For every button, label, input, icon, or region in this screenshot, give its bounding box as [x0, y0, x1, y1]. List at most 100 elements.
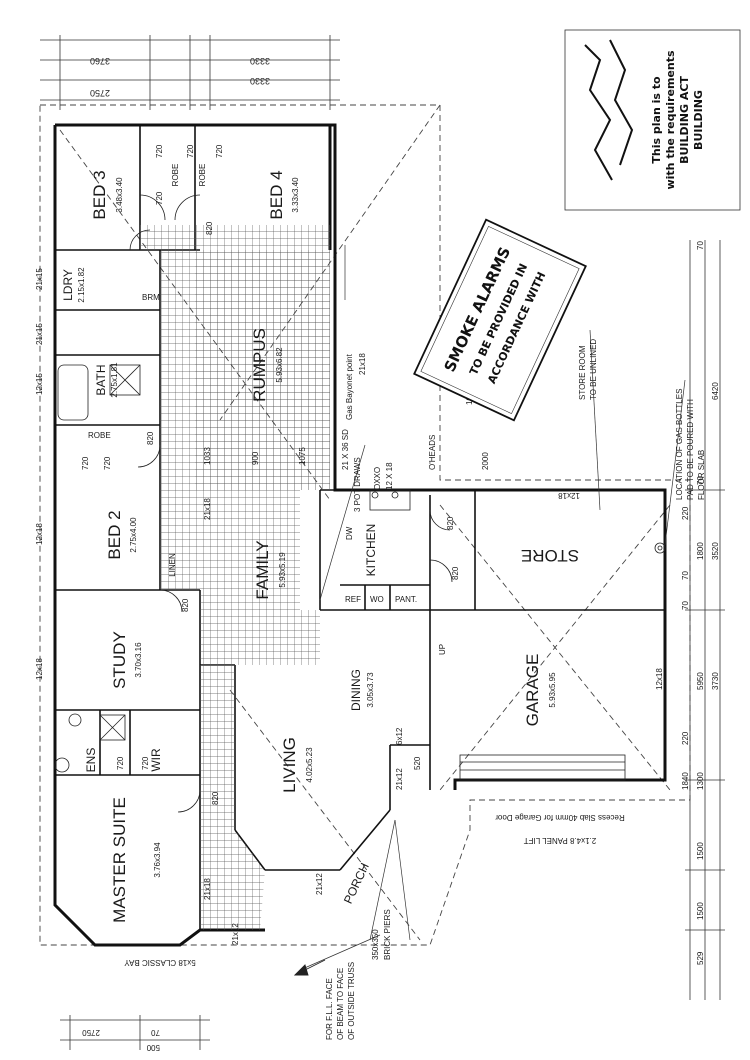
door-10: 720: [155, 191, 164, 205]
dim-1033: 1033: [203, 447, 212, 465]
note-store-room-2: TO BE UNLINED: [589, 339, 598, 400]
dim-right-220b: 220: [681, 731, 690, 745]
door-4: 820: [211, 791, 220, 805]
window-2: 21x15: [35, 323, 44, 345]
dim-900: 900: [251, 451, 260, 465]
room-dining-label: DINING: [349, 669, 363, 711]
dim-right-3730: 3730: [711, 672, 720, 690]
room-bath-label: BATH: [94, 364, 108, 395]
door-14: 720: [141, 756, 150, 770]
note-sd: 21 X 36 SD: [341, 429, 350, 470]
tiled-floor: [140, 225, 330, 930]
room-living-size: 4.02x5.23: [305, 747, 314, 783]
room-master-size: 3.76x3.94: [153, 842, 162, 878]
dim-right-1840: 1840: [681, 772, 690, 790]
door-5: 820: [451, 566, 460, 580]
note-face-beam-1: FOR F.L.L. FACE: [325, 978, 334, 1040]
bottom-dimension-lines: [60, 1015, 210, 1050]
note-gas-bayonet: Gas Bayonet point: [345, 353, 354, 420]
room-family-label: FAMILY: [253, 540, 272, 599]
window-10: 21x18: [358, 353, 367, 375]
note-panel-lift: 2.1x4.8 PANEL LIFT: [524, 836, 597, 845]
door-7: 720: [155, 144, 164, 158]
door-15: 520: [413, 756, 422, 770]
room-ens-label: ENS: [84, 748, 98, 773]
window-5: 12x18: [35, 658, 44, 680]
label-brm: BRM: [142, 293, 160, 302]
note-face-beam-3: OF OUTSIDE TRUSS: [347, 962, 356, 1040]
door-13: 720: [116, 756, 125, 770]
dim-bottom-left-3: 500: [146, 1043, 160, 1052]
room-bed2-label: BED 2: [105, 510, 124, 559]
room-garage-size: 5.93x5.95: [548, 672, 557, 708]
room-bed3-label: BED 3: [90, 170, 109, 219]
dim-bottom-left-2: 70: [151, 1028, 160, 1037]
note-gas-bottles-2: PAD TO BE POURED WITH: [686, 399, 695, 500]
dim-right-1800: 1800: [696, 542, 705, 560]
dim-1075: 1075: [298, 447, 307, 465]
stamp-approval-4: BUILDING: [692, 90, 705, 150]
door-8: 720: [186, 144, 195, 158]
door-6: 820: [446, 516, 455, 530]
smoke-alarm-stamp: SMOKE ALARMS TO BE PROVIDED IN ACCORDANC…: [413, 218, 587, 422]
dim-right-70b: 70: [696, 476, 705, 485]
window-4: 12x18: [35, 523, 44, 545]
stamp-approval-2: with the requirements: [664, 50, 677, 189]
leader-lines: [299, 245, 686, 971]
window-11: 12x18: [558, 491, 580, 500]
north-arrow-icon: [293, 959, 326, 976]
dim-top-3: 2750: [90, 88, 110, 98]
note-gas-bottles-1: LOCATION OF GAS BOTTLES: [675, 389, 684, 500]
dim-right-1300: 1300: [696, 772, 705, 790]
dim-right-2000: 2000: [481, 452, 490, 470]
right-dimension-labels: 6420 3520 5950 3730 1800 1840 1300 1500 …: [465, 241, 720, 965]
room-master-label: MASTER SUITE: [110, 797, 129, 923]
room-store-label: STORE: [521, 546, 579, 565]
window-9: 6x12: [395, 727, 404, 745]
dim-right-3520: 3520: [711, 542, 720, 560]
window-size-labels: 21x15 21x15 12x15 12x18 12x18 21x12 21x1…: [35, 268, 664, 945]
dim-top-1: 3760: [90, 56, 110, 66]
window-13: 21x18: [203, 498, 212, 520]
door-swings: [129, 194, 453, 813]
dim-bottom-left-1: 2750: [82, 1028, 100, 1037]
approval-stamp: This plan is to with the requirements BU…: [564, 29, 741, 211]
window-14: 21x18: [203, 878, 212, 900]
dim-right-70c: 70: [681, 571, 690, 580]
door-11: 720: [81, 456, 90, 470]
note-oxxo-size: 12 X 18: [385, 462, 394, 490]
dim-right-220a: 220: [681, 506, 690, 520]
minor-labels: ROBE ROBE ROBE LINEN PANT. WO BRM REF DW: [88, 164, 417, 604]
room-bed2-size: 2.75x4.00: [129, 517, 138, 553]
room-family-size: 5.93x5.19: [278, 552, 287, 588]
door-9: 720: [215, 144, 224, 158]
note-store-room: STORE ROOM: [578, 345, 587, 400]
dim-top-2: 3330: [250, 56, 270, 66]
door-3: 820: [181, 598, 190, 612]
misc-dimension-labels: 1033 900 1075 2750 70 500: [82, 447, 307, 1052]
dim-right-6420: 6420: [711, 382, 720, 400]
stamp-approval-3: BUILDING ACT: [678, 76, 691, 164]
dim-top-4: 3330: [250, 76, 270, 86]
note-brick-piers: 350x350: [371, 929, 380, 960]
plan-notes: Gas Bayonet point 3 POT DRAWS 21 X 36 SD…: [124, 339, 706, 1040]
label-robe-1: ROBE: [171, 164, 180, 187]
window-12: 12x18: [655, 668, 664, 690]
note-recess-slab: Recess Slab 40mm for Garage Door: [495, 813, 625, 822]
door-1: 820: [205, 221, 214, 235]
right-dimension-lines: [685, 240, 725, 1000]
dim-right-1500a: 1500: [696, 842, 705, 860]
room-garage-label: GARAGE: [523, 654, 542, 727]
label-pant: PANT.: [395, 595, 417, 604]
window-6: 21x12: [315, 873, 324, 895]
note-classic-bay: 5x18 CLASSIC BAY: [124, 958, 196, 967]
label-dw: DW: [345, 526, 354, 540]
dim-right-1500b: 1500: [696, 902, 705, 920]
stamp-scribble: [584, 39, 634, 181]
dim-right-529: 529: [696, 951, 705, 965]
label-wo: WO: [370, 595, 384, 604]
label-linen: LINEN: [168, 553, 177, 577]
door-size-labels: 820 820 820 820 820 820 720 720 720 720 …: [81, 144, 460, 805]
label-robe-2: ROBE: [198, 164, 207, 187]
